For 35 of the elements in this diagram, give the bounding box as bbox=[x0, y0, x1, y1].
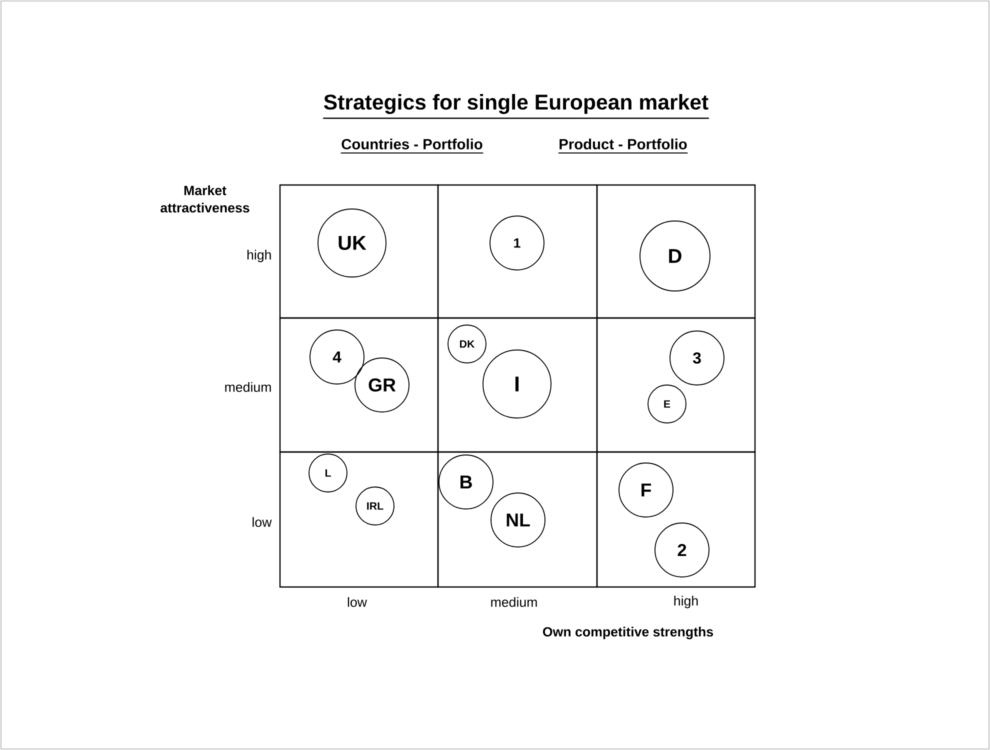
bubble: 1 bbox=[490, 216, 544, 270]
bubble: GR bbox=[354, 358, 410, 412]
axis-label: medium bbox=[225, 382, 271, 392]
bubble: IRL bbox=[356, 486, 394, 526]
matrix-cell bbox=[437, 317, 598, 453]
matrix-cell bbox=[596, 317, 756, 453]
matrix-cell bbox=[279, 451, 439, 588]
bubble: D bbox=[640, 220, 710, 292]
bubble: I bbox=[482, 350, 552, 418]
axis-label: medium bbox=[491, 597, 537, 607]
subtitle: Countries - Portfolio bbox=[340, 138, 484, 154]
axis-label: high bbox=[674, 596, 698, 608]
matrix-cell bbox=[596, 451, 756, 588]
axis-label: high bbox=[247, 250, 271, 262]
axis-label: low bbox=[252, 517, 272, 527]
bubble: NL bbox=[490, 492, 546, 548]
matrix-cell bbox=[279, 184, 439, 319]
bubble: 2 bbox=[654, 522, 710, 578]
bubble: 4 bbox=[310, 330, 364, 384]
bubble: E bbox=[648, 384, 686, 424]
matrix-cell bbox=[437, 451, 598, 588]
axis-label: low bbox=[348, 597, 368, 607]
bubble: UK bbox=[318, 208, 386, 278]
subtitle: Product - Portfolio bbox=[558, 138, 688, 154]
axis-title: Market attractiveness bbox=[160, 185, 250, 213]
axis-title: Own competitive strengths bbox=[542, 626, 714, 640]
bubble: F bbox=[618, 462, 674, 518]
matrix-cell bbox=[279, 317, 439, 453]
bubble: B bbox=[438, 454, 494, 510]
title: Strategics for single European market bbox=[323, 94, 709, 119]
bubble: 3 bbox=[670, 330, 724, 386]
matrix-cell bbox=[596, 184, 756, 319]
bubble: DK bbox=[448, 324, 486, 364]
bubble: L bbox=[308, 454, 348, 492]
matrix-cell bbox=[437, 184, 598, 319]
